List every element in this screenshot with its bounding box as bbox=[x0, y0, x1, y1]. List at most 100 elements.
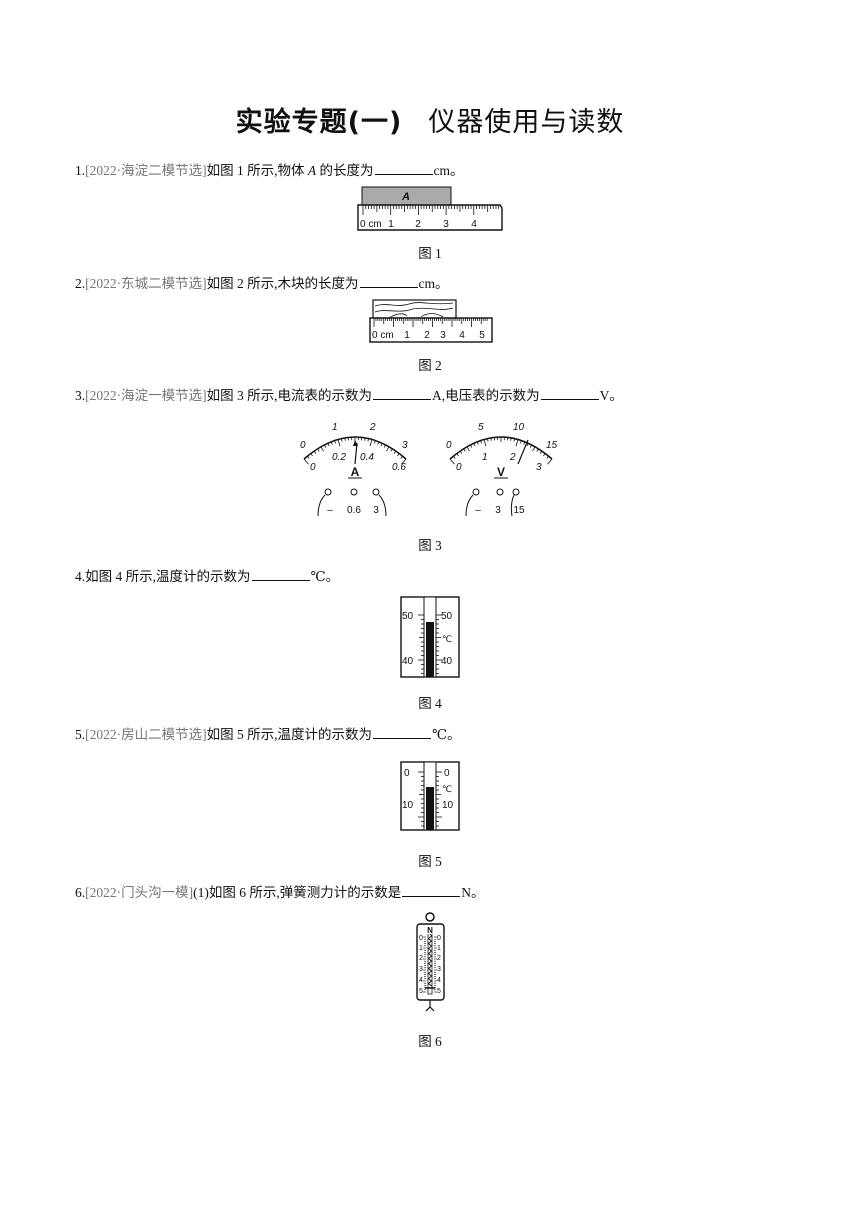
spring-coil bbox=[427, 933, 433, 987]
tick-mark bbox=[397, 453, 400, 457]
scale-label: 1 bbox=[388, 219, 394, 230]
terminal-label: 3 bbox=[373, 505, 379, 516]
tick-mark bbox=[487, 438, 489, 442]
terminal-label: – bbox=[327, 505, 333, 516]
figure-1-ruler: A 0 cm 1 2 3 4 bbox=[357, 186, 503, 231]
tick-mark bbox=[459, 450, 463, 454]
tick-mark bbox=[377, 441, 380, 445]
ammeter-symbol: A bbox=[351, 465, 360, 479]
tick-mark bbox=[449, 458, 455, 465]
terminal bbox=[324, 488, 332, 496]
answer-blank[interactable] bbox=[373, 726, 431, 739]
terminal-label: 3 bbox=[495, 505, 501, 516]
temperature-label: 40 bbox=[441, 656, 453, 667]
ruler-ticks bbox=[373, 318, 488, 327]
figure-5-caption: 图 5 bbox=[418, 854, 442, 869]
tick-mark bbox=[330, 441, 333, 445]
scale-label: 0 cm bbox=[372, 330, 394, 341]
figure-5-thermometer: 0 10 0 ℃ 10 bbox=[400, 761, 460, 831]
figure-6-caption: 图 6 bbox=[418, 1034, 442, 1049]
scale-label: 0 bbox=[437, 935, 441, 942]
scale-label: 4 bbox=[471, 219, 477, 230]
question-source: [2022·门头沟一模] bbox=[85, 885, 194, 900]
needle-tip bbox=[353, 440, 358, 446]
voltmeter: 0 5 10 15 0 1 2 3 V – 3 15 bbox=[446, 422, 558, 517]
tick-mark bbox=[337, 439, 341, 447]
answer-blank[interactable] bbox=[540, 387, 599, 400]
answer-blank[interactable] bbox=[373, 387, 431, 400]
scale-label: 1 bbox=[437, 945, 441, 952]
inner-scale-label: 0 bbox=[456, 462, 462, 473]
tick-mark bbox=[520, 440, 522, 444]
scale-label: 2 bbox=[437, 955, 441, 962]
terminal-label: – bbox=[475, 505, 481, 516]
inner-scale-label: 1 bbox=[482, 452, 488, 463]
scale-label: 5 bbox=[419, 988, 423, 995]
tick-mark bbox=[483, 439, 487, 447]
page-title: 实验专题(一)仪器使用与读数 bbox=[0, 100, 860, 139]
scale-label: 2 bbox=[424, 330, 430, 341]
inner-scale-label: 0.2 bbox=[332, 452, 346, 463]
inner-scale-label: 0 bbox=[310, 462, 316, 473]
tick-mark bbox=[327, 443, 330, 447]
tick-mark bbox=[364, 437, 366, 441]
unit-text: ℃。 bbox=[432, 727, 461, 742]
answer-blank[interactable] bbox=[359, 275, 418, 288]
terminal bbox=[350, 488, 358, 496]
scale-label: 5 bbox=[479, 330, 485, 341]
tick-mark bbox=[341, 438, 343, 442]
outer-scale-label: 3 bbox=[402, 440, 408, 451]
answer-blank[interactable] bbox=[251, 568, 310, 581]
question-text: A,电压表的示数为 bbox=[432, 388, 540, 403]
answer-blank[interactable] bbox=[374, 162, 433, 175]
tick-mark bbox=[539, 450, 543, 454]
outer-scale-label: 10 bbox=[513, 422, 525, 433]
question-number: 2. bbox=[75, 276, 86, 291]
tick-mark bbox=[473, 443, 476, 447]
liquid-column bbox=[426, 787, 434, 830]
inner-scale-label: 3 bbox=[536, 462, 542, 473]
scale-label: 3 bbox=[419, 966, 423, 973]
wire bbox=[510, 494, 515, 517]
tick-mark bbox=[476, 441, 479, 445]
wire bbox=[465, 494, 474, 517]
tick-mark bbox=[546, 455, 549, 459]
tick-mark bbox=[526, 443, 529, 447]
figure-2-ruler: 0 cm 1 2 3 4 5 bbox=[369, 299, 493, 343]
tick-mark bbox=[307, 455, 310, 459]
question-source: [2022·海淀二模节选] bbox=[85, 163, 207, 178]
question-text: 如图 4 所示,温度计的示数为 bbox=[85, 569, 251, 584]
terminal bbox=[512, 488, 520, 496]
title-sub: 仪器使用与读数 bbox=[428, 107, 625, 138]
tick-mark bbox=[466, 446, 470, 452]
tick-mark bbox=[303, 458, 309, 465]
needle bbox=[354, 442, 358, 465]
tick-mark bbox=[547, 458, 553, 465]
tick-mark bbox=[374, 440, 376, 444]
tick-mark bbox=[510, 437, 512, 441]
tick-mark bbox=[386, 446, 390, 452]
tick-mark bbox=[334, 440, 336, 444]
temperature-label: 0 bbox=[404, 768, 410, 779]
question-source: [2022·东城二模节选] bbox=[85, 276, 207, 291]
terminal-label: 0.6 bbox=[347, 505, 361, 516]
scale-label: 0 bbox=[419, 935, 423, 942]
question-text: 如图 2 所示,木块的长度为 bbox=[206, 276, 359, 291]
answer-blank[interactable] bbox=[402, 884, 461, 897]
outer-scale-label: 0 bbox=[300, 440, 306, 451]
tick-mark bbox=[543, 453, 546, 457]
scale-label: 3 bbox=[437, 966, 441, 973]
tick-mark bbox=[310, 453, 313, 457]
unit-text: cm。 bbox=[418, 276, 449, 291]
question-text: (1)如图 6 所示,弹簧测力计的示数是 bbox=[193, 885, 402, 900]
terminal bbox=[496, 488, 504, 496]
figure-2-caption: 图 2 bbox=[418, 358, 442, 373]
tick-mark bbox=[456, 453, 459, 457]
tick-mark bbox=[320, 446, 324, 452]
scale-label: 1 bbox=[404, 330, 410, 341]
scale-label: 4 bbox=[419, 977, 423, 984]
temperature-label: 40 bbox=[402, 656, 414, 667]
wire bbox=[378, 494, 387, 517]
scale-label: 3 bbox=[440, 330, 446, 341]
unit-text: cm。 bbox=[433, 163, 464, 178]
